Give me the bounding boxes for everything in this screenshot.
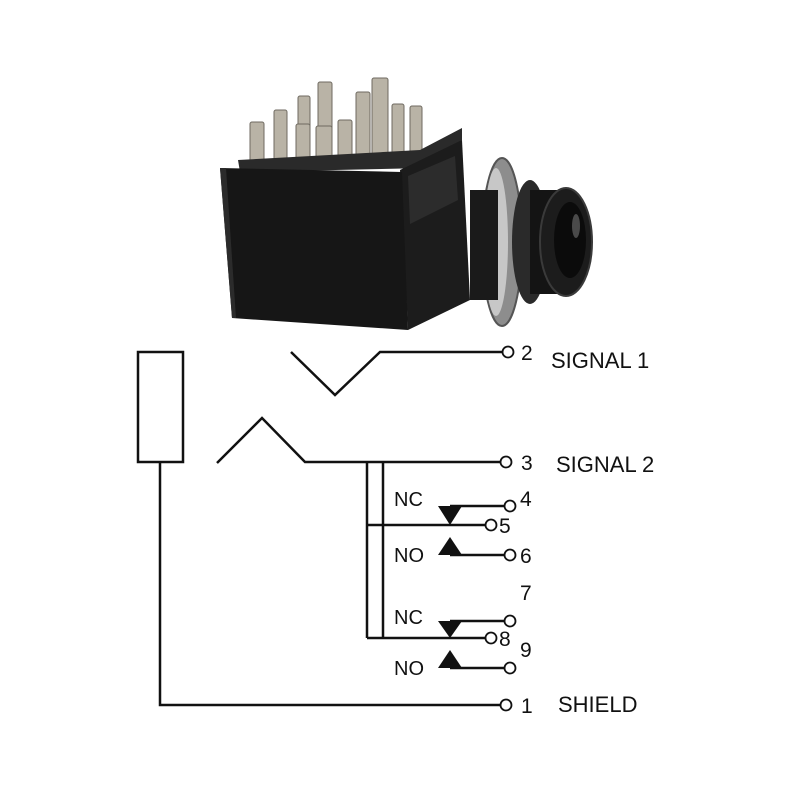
terminal-number: 9 [520, 639, 532, 662]
terminal-1-circle [499, 698, 513, 712]
terminal-number: 8 [499, 628, 511, 651]
terminal-9-circle [503, 661, 517, 675]
terminal-circles [484, 345, 517, 712]
triangle-down-icon [438, 506, 462, 525]
terminal-7-circle [503, 614, 517, 628]
triangle-up-icon [438, 650, 462, 668]
terminal-labels: SIGNAL 1 SIGNAL 2 SHIELD [551, 348, 654, 717]
terminal-number: 2 [521, 342, 533, 365]
terminal-number: 5 [499, 515, 511, 538]
sleeve-contact [136, 350, 185, 464]
terminal-number: 1 [521, 695, 533, 718]
stereo-jack-photo-icon [220, 77, 593, 330]
shield-wire [158, 462, 500, 707]
shield-label: SHIELD [558, 692, 637, 717]
solder-pins [249, 77, 423, 169]
triangle-down-icon [438, 621, 462, 638]
signal-2-label: SIGNAL 2 [556, 452, 654, 477]
terminal-6-circle [503, 548, 517, 562]
nc-label: NC [394, 489, 423, 511]
signal-1-wire [290, 350, 502, 397]
terminal-numbers: 2 3 4 5 6 7 8 9 1 [499, 342, 533, 718]
terminal-4-circle [503, 499, 517, 513]
signal-2-wire [216, 416, 500, 464]
terminal-5-circle [484, 518, 498, 532]
no-label: NO [394, 545, 424, 567]
signal-1-label: SIGNAL 1 [551, 348, 649, 373]
terminal-number: 4 [520, 488, 532, 511]
switch-labels: NC NO NC NO [394, 489, 424, 680]
terminal-8-circle [484, 631, 498, 645]
terminal-number: 6 [520, 545, 532, 568]
switch-contacts [438, 506, 462, 668]
terminal-number: 7 [520, 582, 532, 605]
terminal-3-circle [499, 455, 513, 469]
no-label: NO [394, 658, 424, 680]
nc-label: NC [394, 607, 423, 629]
schematic-wires [136, 350, 505, 707]
triangle-up-icon [438, 537, 462, 555]
terminal-number: 3 [521, 452, 533, 475]
terminal-2-circle [501, 345, 515, 359]
